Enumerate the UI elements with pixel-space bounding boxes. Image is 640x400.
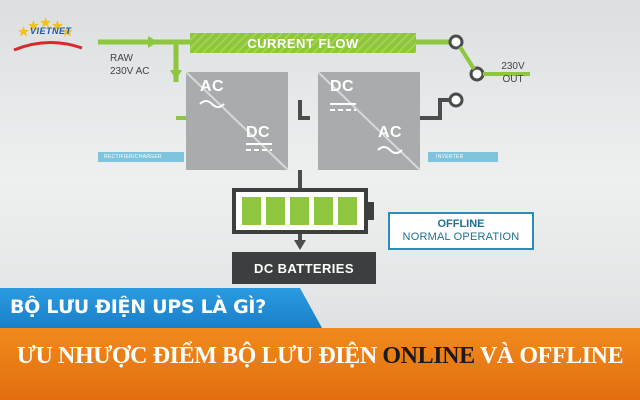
battery-label: DC BATTERIES: [232, 252, 376, 284]
inverter-tag: INVERTER: [428, 152, 498, 162]
title-text: ƯU NHƯỢC ĐIỂM BỘ LƯU ĐIỆN ONLINE VÀ OFFL…: [0, 343, 640, 370]
contact-bottom-icon: [448, 92, 464, 108]
output-label-line1: 230V: [501, 61, 525, 72]
logo-text: VIETNET: [30, 26, 72, 36]
output-label: 230V OUT: [496, 60, 530, 86]
arrow-down-icon: [294, 240, 306, 250]
input-label: RAW 230V AC: [110, 52, 170, 78]
rectifier-tag: RECTIFIER/CHARGER: [98, 152, 184, 162]
rectifier-bottom-label: DC: [246, 124, 271, 141]
mode-box: OFFLINE NORMAL OPERATION: [388, 212, 534, 250]
inverter-top-label: DC: [330, 78, 355, 95]
rectifier-top-label: AC: [200, 78, 225, 95]
contact-mid-icon: [469, 66, 485, 82]
ac-wave-icon: [199, 100, 225, 108]
battery-cells: [242, 197, 357, 225]
inverter-out-wire: [420, 98, 450, 120]
swoosh-icon: [13, 40, 83, 52]
current-flow-label: CURRENT FLOW: [247, 35, 359, 51]
mode-line2: NORMAL OPERATION: [402, 231, 520, 243]
input-label-line1: RAW: [110, 53, 133, 64]
contact-top-icon: [448, 34, 464, 50]
question-banner: [0, 288, 322, 328]
ac-wave-icon: [377, 146, 403, 154]
output-label-line2: OUT: [502, 74, 524, 85]
current-flow-banner: [190, 33, 416, 53]
question-text: BỘ LƯU ĐIỆN UPS LÀ GÌ?: [10, 296, 266, 318]
arrow-right-icon: [148, 36, 158, 48]
switch-arm: [458, 45, 476, 71]
stars-icon: [18, 17, 73, 37]
title-part2: VÀ OFFLINE: [474, 343, 624, 369]
title-highlight: ONLINE: [382, 343, 475, 369]
link-wire: [298, 100, 310, 120]
arrow-down-icon: [170, 70, 182, 80]
mode-line1: OFFLINE: [437, 218, 485, 230]
title-banner: [0, 328, 640, 400]
input-label-line2: 230V AC: [110, 66, 150, 77]
vietnet-logo: [13, 17, 83, 52]
title-part1: ƯU NHƯỢC ĐIỂM BỘ LƯU ĐIỆN: [16, 343, 383, 369]
inverter-bottom-label: AC: [378, 124, 403, 141]
